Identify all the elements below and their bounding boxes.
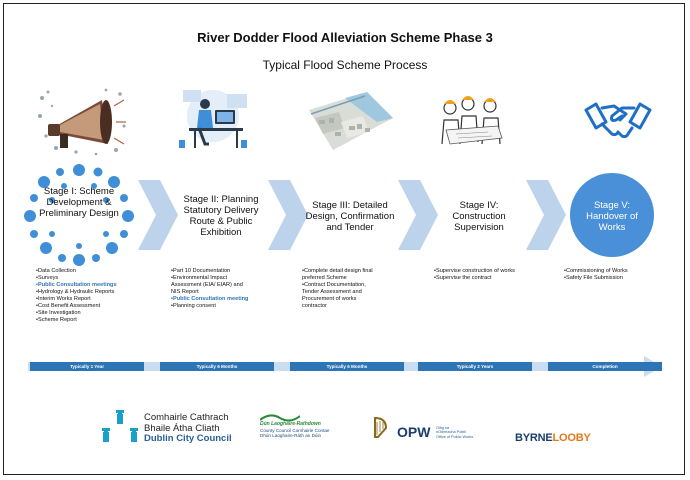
activity-item: •Public Consultation meeting	[171, 296, 249, 302]
stage1-activity-list: •Data Collection•Surveys•Public Consulta…	[36, 268, 158, 324]
activity-item: •Interim Works Report	[36, 296, 91, 302]
dlr-logo-text: Dún Laoghaire-Rathdown County Council Co…	[260, 421, 330, 438]
stage2-activity-list: •Part 10 Documentation•Environmental Imp…	[171, 268, 283, 310]
dlr-wave-logo	[260, 414, 300, 422]
stage4-label: Stage IV: Construction Supervision	[452, 200, 506, 233]
activity-item: •Safety File Submission	[564, 275, 623, 281]
activity-item: Assessment (EIA/ EIAR) and	[171, 282, 243, 288]
engineers-icon	[441, 96, 503, 145]
stage5-label: Stage V: Handover of Works	[586, 200, 638, 233]
page-title: River Dodder Flood Alleviation Scheme Ph…	[197, 30, 493, 45]
activity-item: •Part 10 Documentation	[171, 268, 231, 274]
stage1-label: Stage I: Scheme Development & Preliminar…	[39, 186, 119, 219]
chevron-arrow-icon	[268, 180, 308, 250]
harp-icon	[374, 416, 388, 438]
activity-item: contractor	[302, 303, 327, 309]
duration-stage2: Typically 6 Months	[160, 362, 274, 371]
activity-item: •Commissioning of Works	[564, 268, 628, 274]
activity-item: •Public Consultation meetings	[36, 282, 117, 288]
chevron-arrow-icon	[526, 180, 566, 250]
page-subtitle: Typical Flood Scheme Process	[262, 58, 428, 72]
handshake-icon	[584, 102, 652, 139]
page-frame	[3, 3, 685, 475]
stage5-circle	[570, 173, 654, 257]
activity-item: Procurement of works	[302, 296, 357, 302]
stage1-dot-cluster	[24, 164, 134, 266]
stage3-label: Stage III: Detailed Design, Confirmation…	[305, 200, 395, 233]
chevron-arrow-icon	[398, 180, 438, 250]
opw-logo-subtext: Oifig na nOibreacha Poiblí Office of Pub…	[436, 426, 474, 439]
stage5-activity-list: •Commissioning of Works•Safety File Subm…	[564, 268, 676, 282]
activity-item: •Supervise the contract	[434, 275, 492, 281]
dcc-logo-text: Comhairle Cathrach Bhaile Átha Cliath Du…	[144, 412, 232, 444]
megaphone-icon	[38, 88, 126, 156]
duration-stage1: Typically 1 Year	[30, 362, 144, 371]
byrnelooby-logo: BYRNELOOBY	[515, 432, 591, 444]
activity-item: •Hydrology & Hydraulic Reports	[36, 289, 115, 295]
activity-item: •Planning consent	[171, 303, 216, 309]
opw-logo: OPW	[397, 424, 431, 440]
duration-stage5: Completion	[548, 362, 662, 371]
duration-stage3: Typically 6 Months	[290, 362, 404, 371]
activity-item: •Surveys	[36, 275, 59, 281]
activity-item: preferred Scheme	[302, 275, 347, 281]
duration-stage4: Typically 2 Years	[418, 362, 532, 371]
dublin-castle-logo	[102, 410, 138, 442]
activity-item: NIS Report	[171, 289, 199, 295]
activity-item: •Complete detail design final	[302, 268, 373, 274]
desk-worker-icon	[179, 90, 247, 148]
activity-item: •Supervise construction of works	[434, 268, 515, 274]
stage3-activity-list: •Complete detail design final preferred …	[302, 268, 414, 310]
aerial-map-image	[309, 92, 393, 150]
stage4-activity-list: •Supervise construction of works•Supervi…	[434, 268, 546, 282]
stage2-label: Stage II: Planning Statutory Delivery Ro…	[183, 194, 259, 238]
activity-item: Tender Assessment and	[302, 289, 362, 295]
activity-item: •Data Collection	[36, 268, 76, 274]
activity-item: •Scheme Report	[36, 317, 77, 323]
activity-item: •Contract Documentation,	[302, 282, 366, 288]
activity-item: •Environmental Impact	[171, 275, 228, 281]
activity-item: •Cost Benefit Assessment	[36, 303, 101, 309]
chevron-arrow-icon	[138, 180, 178, 250]
activity-item: •Site Investigation	[36, 310, 81, 316]
